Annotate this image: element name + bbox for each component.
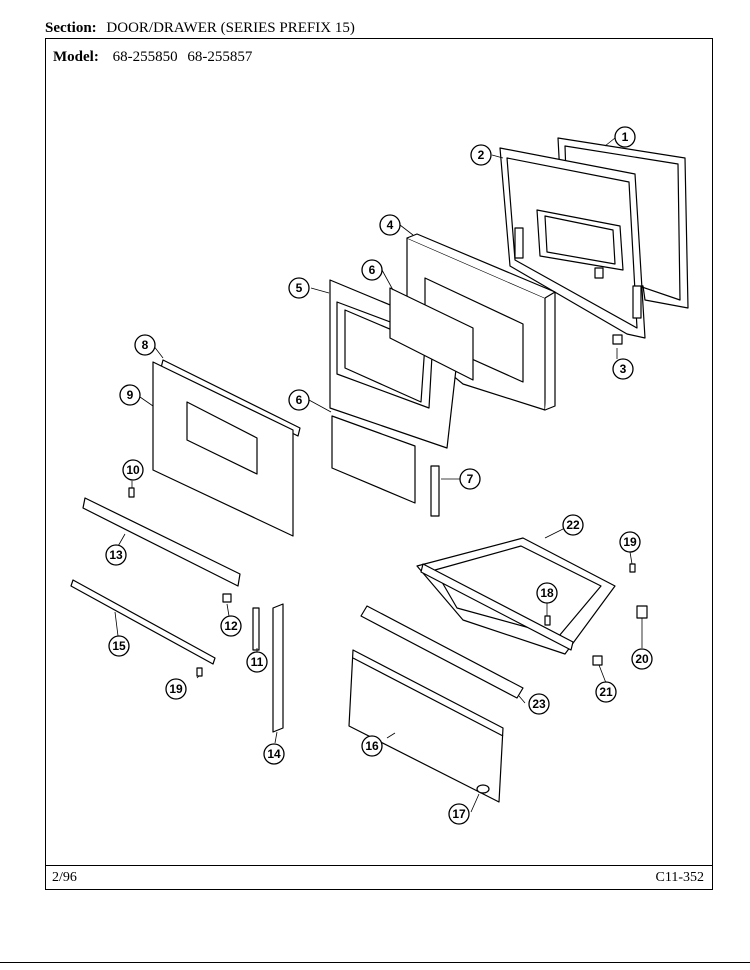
callout-9: 9 — [119, 384, 141, 406]
callout-6-upper: 6 — [361, 259, 383, 281]
svg-text:20: 20 — [635, 652, 649, 666]
section-title: Section: DOOR/DRAWER (SERIES PREFIX 15) — [45, 20, 355, 37]
part-3-clip — [612, 334, 623, 345]
part-11-trim — [252, 607, 260, 651]
callout-20: 20 — [631, 648, 653, 670]
part-17-foot — [476, 784, 490, 794]
svg-text:3: 3 — [620, 362, 627, 376]
svg-text:21: 21 — [599, 685, 613, 699]
part-16-drawer-front — [348, 649, 504, 803]
diagram-frame: Model: 68-255850 68-255857 2/96 C11-352 — [45, 38, 713, 890]
svg-text:1: 1 — [622, 130, 629, 144]
svg-text:19: 19 — [623, 535, 637, 549]
svg-text:6: 6 — [296, 393, 303, 407]
part-19-screw-right — [629, 563, 636, 573]
callout-23: 23 — [528, 693, 550, 715]
callout-19-left: 19 — [165, 678, 187, 700]
section-label: Section: — [45, 20, 97, 36]
svg-text:22: 22 — [566, 518, 580, 532]
callout-7: 7 — [459, 468, 481, 490]
exploded-parts-diagram: 1 2 3 4 5 6 6 7 8 9 10 11 12 13 14 15 16… — [70, 126, 689, 825]
callout-11: 11 — [246, 651, 268, 673]
svg-text:7: 7 — [467, 472, 474, 486]
part-13-handle — [82, 497, 241, 587]
svg-text:5: 5 — [296, 281, 303, 295]
part-6-lower-glass — [331, 415, 416, 504]
part-22-drawer — [416, 537, 616, 655]
callout-4: 4 — [379, 214, 401, 236]
svg-text:14: 14 — [267, 747, 281, 761]
part-14-side-trim — [272, 603, 284, 733]
callout-14: 14 — [263, 743, 285, 765]
callout-15: 15 — [108, 635, 130, 657]
callout-2: 2 — [470, 144, 492, 166]
svg-text:17: 17 — [452, 807, 466, 821]
callout-8: 8 — [134, 334, 156, 356]
callout-13: 13 — [105, 544, 127, 566]
svg-text:18: 18 — [540, 586, 554, 600]
model-label: Model: — [53, 49, 99, 65]
svg-text:16: 16 — [365, 739, 379, 753]
callout-5: 5 — [288, 277, 310, 299]
svg-text:4: 4 — [387, 218, 394, 232]
svg-text:2: 2 — [478, 148, 485, 162]
part-6-upper-glass — [389, 287, 474, 381]
callout-21: 21 — [595, 681, 617, 703]
svg-text:13: 13 — [109, 548, 123, 562]
svg-text:19: 19 — [169, 682, 183, 696]
part-15-trim — [70, 579, 216, 665]
part-23-trim — [360, 605, 524, 699]
callout-19-right: 19 — [619, 531, 641, 553]
callout-17: 17 — [448, 803, 470, 825]
svg-text:15: 15 — [112, 639, 126, 653]
svg-text:12: 12 — [224, 619, 238, 633]
svg-text:11: 11 — [251, 655, 264, 669]
revision-date: 2/96 — [52, 870, 77, 885]
part-18-screw — [544, 615, 551, 626]
part-19-screw-left — [196, 667, 203, 677]
part-7-bracket — [430, 465, 440, 517]
callout-3: 3 — [612, 358, 634, 380]
callout-1: 1 — [614, 126, 636, 148]
section-value: DOOR/DRAWER (SERIES PREFIX 15) — [106, 20, 355, 36]
callout-16: 16 — [361, 735, 383, 757]
callout-10: 10 — [122, 459, 144, 481]
callout-6-lower: 6 — [288, 389, 310, 411]
part-12-end-cap — [222, 593, 232, 603]
svg-text:9: 9 — [127, 388, 134, 402]
svg-text:10: 10 — [126, 463, 140, 477]
svg-text:6: 6 — [369, 263, 376, 277]
model-number-2: 68-255857 — [187, 49, 253, 65]
part-20-clip — [636, 605, 648, 619]
page-bottom-rule — [0, 962, 750, 963]
model-line: Model: 68-255850 68-255857 — [53, 49, 258, 66]
part-2-inner-door-frame — [499, 147, 646, 339]
callout-12: 12 — [220, 615, 242, 637]
callout-22: 22 — [562, 514, 584, 536]
part-4-door-insulation — [406, 233, 556, 411]
part-9-outer-door-panel — [152, 361, 294, 537]
footer-divider — [46, 865, 712, 866]
part-10-screw — [128, 487, 135, 498]
callout-18: 18 — [536, 582, 558, 604]
model-number-1: 68-255850 — [112, 49, 178, 65]
svg-text:23: 23 — [532, 697, 546, 711]
svg-text:8: 8 — [142, 338, 149, 352]
part-21-clip — [592, 655, 603, 666]
diagram-code: C11-352 — [655, 870, 704, 885]
